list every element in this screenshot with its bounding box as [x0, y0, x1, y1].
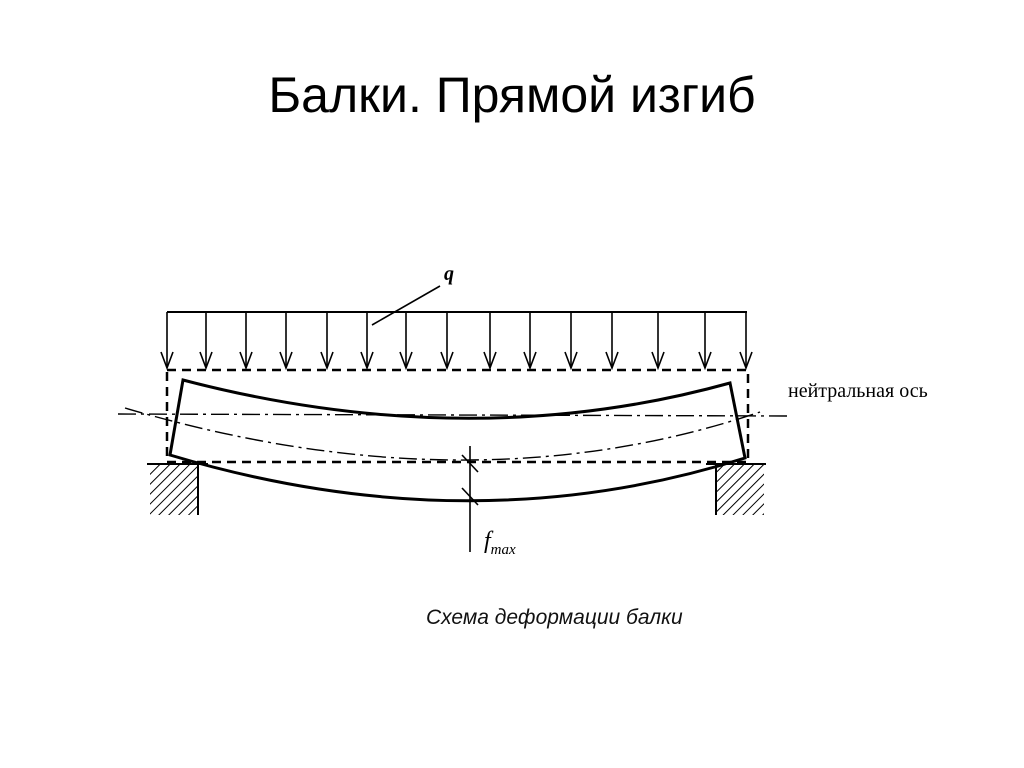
- load-arrow-head: [651, 351, 665, 371]
- load-arrow-head: [279, 351, 293, 371]
- neutral-axis: [117, 407, 791, 461]
- load-arrow-head: [399, 351, 413, 371]
- load-label: q: [444, 263, 454, 285]
- load-arrow-head: [199, 351, 213, 371]
- deformed-beam: [168, 378, 747, 503]
- diagram-caption: Схема деформации балки: [426, 606, 683, 629]
- load-arrow-head: [440, 351, 454, 371]
- load-arrow-head: [564, 351, 578, 371]
- distributed-load: [160, 285, 753, 371]
- deflection-subscript: max: [490, 541, 516, 558]
- undeformed-beam-outline: [165, 368, 750, 464]
- load-arrow-head: [605, 351, 619, 371]
- load-arrow-head: [739, 351, 753, 371]
- neutral-axis-label: нейтральная ось: [788, 380, 928, 402]
- load-leader-line: [371, 285, 441, 326]
- load-arrow-head: [698, 351, 712, 371]
- slide-title: Балки. Прямой изгиб: [268, 67, 756, 123]
- load-arrow-head: [360, 351, 374, 371]
- deflection-symbol: f: [484, 528, 491, 554]
- deflection-dimension: [461, 446, 479, 552]
- left-support: [147, 463, 208, 515]
- right-support: [706, 463, 766, 515]
- load-arrow-head: [320, 351, 334, 371]
- deflection-label: fmax: [484, 528, 516, 559]
- load-arrow-head: [239, 351, 253, 371]
- load-arrow-head: [523, 351, 537, 371]
- load-arrow-head: [160, 351, 174, 371]
- load-arrow-head: [483, 351, 497, 371]
